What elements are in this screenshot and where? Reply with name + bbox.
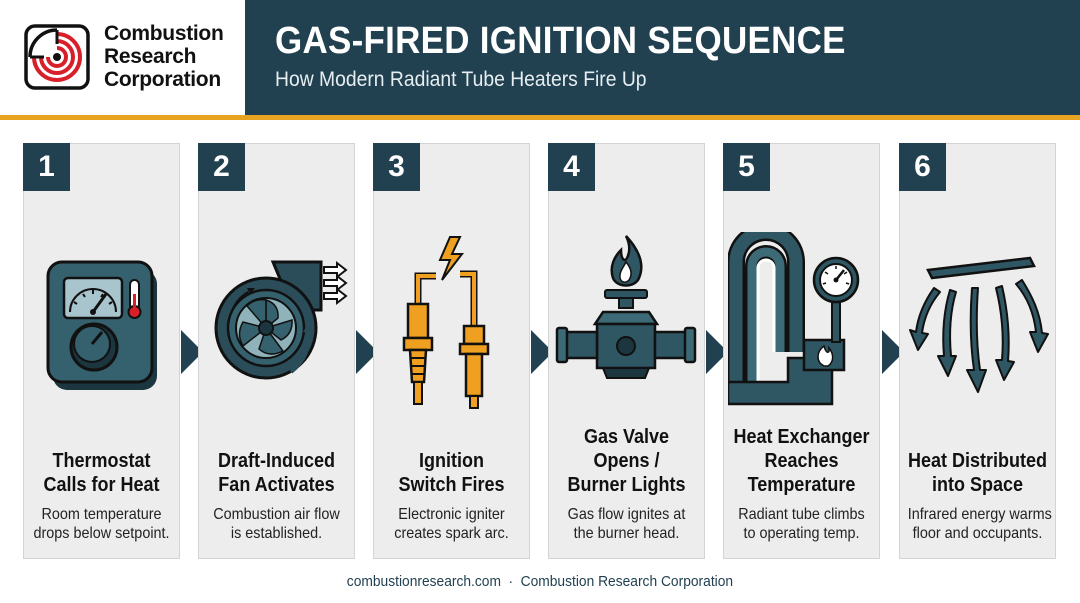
step-title-line: Heat Exchanger bbox=[733, 426, 870, 448]
step-title-line: Gas Valve bbox=[583, 426, 670, 448]
step-title-line: Burner Lights bbox=[567, 474, 686, 496]
step-title: Ignition Switch Fires bbox=[382, 449, 522, 497]
step-desc-line: Radiant tube climbs bbox=[738, 506, 865, 523]
heat-exchanger-gauge-icon bbox=[728, 232, 860, 406]
step-title: Draft-Induced Fan Activates bbox=[207, 449, 347, 497]
step-number-badge: 4 bbox=[548, 143, 595, 191]
step-title-line: Ignition bbox=[419, 450, 484, 472]
step-number-badge: 3 bbox=[373, 143, 420, 191]
step-title: Heat Distributed into Space bbox=[908, 449, 1048, 497]
chevron-right-icon bbox=[181, 330, 203, 374]
page-subtitle: How Modern Radiant Tube Heaters Fire Up bbox=[275, 68, 647, 91]
step-title-line: Calls for Heat bbox=[43, 474, 160, 496]
step-card-4: 4 Gas Valve Opens / Burner Lights Gas fl… bbox=[548, 143, 705, 559]
step-number-badge: 1 bbox=[23, 143, 70, 191]
step-desc-line: drops below setpoint. bbox=[33, 525, 170, 542]
brand-name-line: Research bbox=[104, 45, 197, 68]
footer-website-link[interactable]: combustionresearch.com bbox=[346, 573, 502, 590]
footer-separator: · bbox=[508, 573, 514, 590]
step-title-line: Reaches bbox=[764, 450, 839, 472]
step-description: Combustion air flow is established. bbox=[207, 505, 347, 543]
header-bar: Combustion Research Corporation GAS-FIRE… bbox=[0, 0, 1080, 115]
step-desc-line: is established. bbox=[230, 525, 323, 542]
chevron-right-icon bbox=[706, 330, 728, 374]
step-description: Radiant tube climbs to operating temp. bbox=[732, 505, 872, 543]
step-title-line: Switch Fires bbox=[398, 474, 505, 496]
page-title: GAS-FIRED IGNITION SEQUENCE bbox=[275, 20, 846, 62]
step-desc-line: creates spark arc. bbox=[394, 525, 509, 542]
chevron-right-icon bbox=[882, 330, 904, 374]
step-desc-line: the burner head. bbox=[573, 525, 680, 542]
step-title-line: Temperature bbox=[747, 474, 856, 496]
step-title-line: Draft-Induced bbox=[218, 450, 335, 472]
radiant-heat-arrows-icon bbox=[909, 256, 1049, 393]
step-number-badge: 2 bbox=[198, 143, 245, 191]
step-card-2: 2 Draft-Induced Fan Activates Combustion… bbox=[198, 143, 355, 559]
spark-igniter-icon bbox=[402, 236, 490, 409]
step-number-badge: 6 bbox=[899, 143, 946, 191]
blower-fan-icon bbox=[214, 260, 348, 380]
thermostat-icon bbox=[46, 260, 157, 390]
step-card-1: 1 Thermostat Calls for Heat Room tempera… bbox=[23, 143, 180, 559]
step-title-line: Opens / bbox=[593, 450, 660, 472]
step-title: Thermostat Calls for Heat bbox=[32, 449, 172, 497]
concentric-arc-logo-icon bbox=[24, 24, 90, 90]
step-description: Room temperature drops below setpoint. bbox=[32, 505, 172, 543]
step-desc-line: floor and occupants. bbox=[912, 525, 1043, 542]
step-desc-line: Infrared energy warms bbox=[907, 506, 1052, 523]
logo-panel: Combustion Research Corporation bbox=[0, 0, 245, 115]
step-desc-line: to operating temp. bbox=[743, 525, 860, 542]
step-title-line: into Space bbox=[931, 474, 1024, 496]
step-description: Infrared energy warms floor and occupant… bbox=[907, 505, 1052, 543]
chevron-right-icon bbox=[356, 330, 378, 374]
step-card-3: 3 Ignition Switch Fires Electronic ignit… bbox=[373, 143, 530, 559]
brand-name-line: Corporation bbox=[104, 68, 221, 91]
brand-name-line: Combustion bbox=[104, 22, 224, 45]
step-desc-line: Electronic igniter bbox=[398, 506, 505, 523]
step-desc-line: Room temperature bbox=[41, 506, 162, 523]
step-title-line: Fan Activates bbox=[218, 474, 335, 496]
step-description: Electronic igniter creates spark arc. bbox=[382, 505, 522, 543]
footer-company: Combustion Research Corporation bbox=[520, 573, 734, 590]
step-description: Gas flow ignites at the burner head. bbox=[557, 505, 697, 543]
accent-divider bbox=[0, 115, 1080, 120]
step-number-badge: 5 bbox=[723, 143, 770, 191]
footer: combustionresearch.com · Combustion Rese… bbox=[0, 573, 1080, 591]
chevron-right-icon bbox=[531, 330, 553, 374]
brand-name: Combustion Research Corporation bbox=[104, 22, 224, 91]
step-desc-line: Gas flow ignites at bbox=[567, 506, 686, 523]
step-desc-line: Combustion air flow bbox=[213, 506, 340, 523]
step-card-6: 6 Heat Distributed into Space Infrared e… bbox=[899, 143, 1056, 559]
step-title-line: Thermostat bbox=[52, 450, 151, 472]
step-title: Heat Exchanger Reaches Temperature bbox=[732, 425, 872, 497]
step-card-5: 5 Heat Exchanger Reaches Temperature Rad… bbox=[723, 143, 880, 559]
step-title: Gas Valve Opens / Burner Lights bbox=[557, 425, 697, 497]
gas-valve-flame-icon bbox=[555, 235, 697, 379]
step-title-line: Heat Distributed bbox=[907, 450, 1048, 472]
